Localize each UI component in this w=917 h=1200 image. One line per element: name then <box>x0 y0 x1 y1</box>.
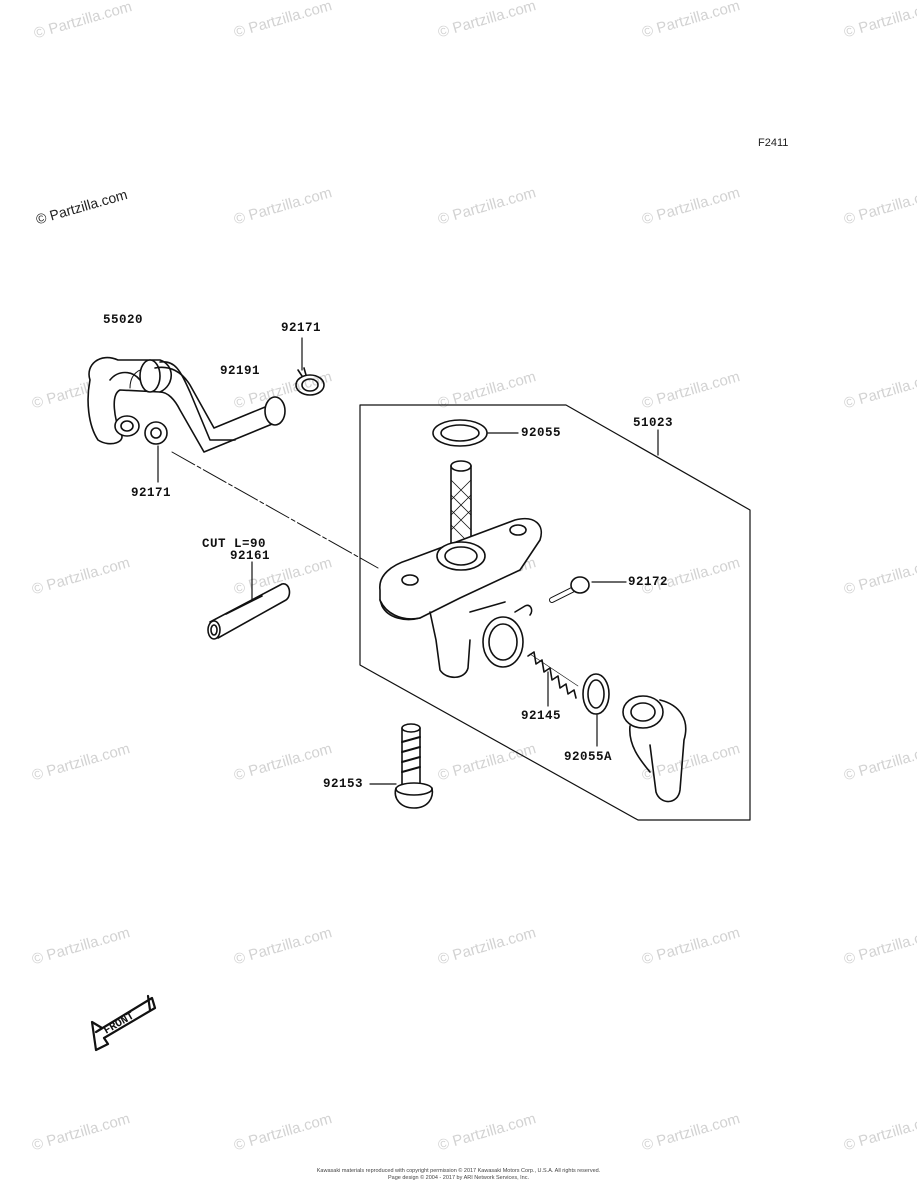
washer-92055A <box>582 673 610 715</box>
part-label-51023: 51023 <box>633 416 674 430</box>
fuel-filter-screen <box>450 460 472 546</box>
o-ring-92055 <box>432 419 488 447</box>
hose-55020 <box>87 356 236 445</box>
part-label-92055A: 92055A <box>564 750 613 764</box>
part-label-92161: 92161 <box>230 549 271 563</box>
clamp-92171-left <box>144 421 168 445</box>
part-label-92055: 92055 <box>521 426 562 440</box>
part-label-92145: 92145 <box>521 709 562 723</box>
fuel-valve-body <box>379 518 542 679</box>
hose-92191 <box>154 366 286 453</box>
part-label-92191: 92191 <box>220 364 261 378</box>
part-label-92171-top: 92171 <box>281 321 322 335</box>
bolt-92153 <box>394 723 434 809</box>
assembly-outline <box>359 404 751 821</box>
spring-92145 <box>527 651 579 699</box>
valve-lever <box>622 695 687 803</box>
part-label-92171-left: 92171 <box>131 486 172 500</box>
part-label-92172: 92172 <box>628 575 669 589</box>
diagram-code: F2411 <box>758 137 789 149</box>
front-arrow-icon <box>90 994 157 1052</box>
part-label-92153: 92153 <box>323 777 364 791</box>
footer-page-design: Page design © 2004 - 2017 by ARI Network… <box>387 1175 529 1181</box>
part-label-55020: 55020 <box>103 313 144 327</box>
routing-line <box>171 451 379 569</box>
front-badge-text: FRONT <box>102 1010 137 1037</box>
screw-92172 <box>549 576 590 603</box>
footer-copyright: Kawasaki materials reproduced with copyr… <box>316 1168 601 1174</box>
part-label-cut-length: CUT L=90 <box>202 537 267 551</box>
hose-92161 <box>207 583 291 640</box>
clamp-92171-top <box>295 367 325 396</box>
